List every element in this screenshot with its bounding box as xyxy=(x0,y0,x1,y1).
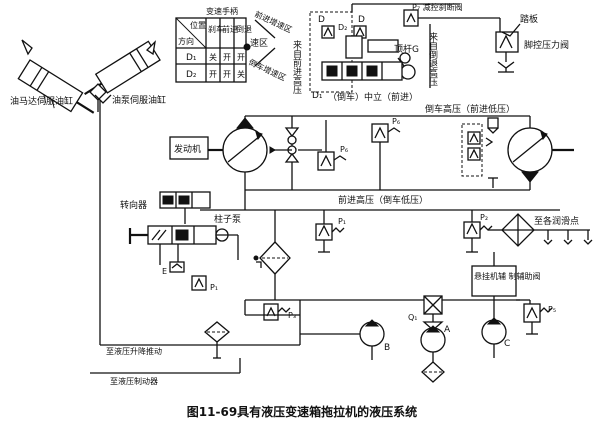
p6-valves: P₆ P₆ xyxy=(317,117,401,190)
label-a: A xyxy=(444,325,451,335)
label-engine: 发动机 xyxy=(174,143,201,155)
label-p7-valve: P₇ 减控刹断阀 xyxy=(412,2,463,12)
label-e: E xyxy=(162,267,167,276)
label-forward-speed-zone: 前进增速区 xyxy=(253,9,293,35)
cell-d1-forward: 开 xyxy=(223,53,231,62)
cell-d1-reverse: 开 xyxy=(237,53,245,62)
label-pump-servo-cyl: 油泵伺服油缸 xyxy=(112,94,166,106)
label-p6-right: P₆ xyxy=(392,117,400,126)
label-d1: D₁ xyxy=(312,91,323,101)
label-to-lube-points: 至各润滑点 xyxy=(534,215,579,227)
figure-caption: 图11-69具有液压变速箱拖拉机的液压系统 xyxy=(187,404,417,419)
label-speed-zone: 速区 xyxy=(250,38,268,49)
label-d2: D₂ xyxy=(338,23,347,32)
label-b: B xyxy=(384,343,390,353)
label-p6-left: P₆ xyxy=(340,145,348,154)
middle-valves: P₁ P₂ xyxy=(200,190,560,300)
label-p1-right: P₁ xyxy=(338,217,346,226)
main-loop: 倒车高压（前进低压） 前进高压（倒车低压） xyxy=(207,103,574,206)
label-reverse-speed-zone: 倒车增速区 xyxy=(247,57,287,83)
cell-d2-reverse: 关 xyxy=(237,69,245,79)
label-shift-handle: 变速手柄 xyxy=(206,6,238,16)
servo-cylinders xyxy=(17,39,161,114)
label-pedal: 踏板 xyxy=(520,13,538,25)
cooler-lube: 至各润滑点 xyxy=(488,213,593,247)
table-header-direction: 方向 xyxy=(178,36,194,46)
steering-unit: 转向器 柱子泵 E P₁ xyxy=(120,191,241,292)
label-p1-left: P₁ xyxy=(210,283,218,292)
cell-d2-brake: 开 xyxy=(209,70,217,79)
label-ejector-g: 顶杆G xyxy=(394,43,419,55)
table-row-d1: D₁ xyxy=(186,53,197,63)
label-d-left: D xyxy=(318,15,325,25)
label-reverse-high-forward-low: 倒车高压（前进低压） xyxy=(425,103,515,115)
p7-foot-valve: P₇ 减控刹断阀 踏板 脚控压力阀 xyxy=(403,2,569,73)
table-row-d2: D₂ xyxy=(186,70,197,80)
shift-table: 变速手柄 位置 方向 刹车 前进 倒退 D₁ D₂ 关 开 开 开 开 关 xyxy=(175,6,252,83)
speed-zones: 前进增速区 速区 倒车增速区 xyxy=(243,9,294,83)
control-valve-cluster: D D D₂ 顶杆G 凸轮 D₁ （倒车）中立（前进） xyxy=(309,3,460,103)
label-to-brake: 至液压制动器 xyxy=(110,376,158,386)
label-p2: P₂ xyxy=(480,213,488,222)
label-lift-lower: 至液压升降推动 xyxy=(106,346,162,356)
label-motor-servo-cyl: 油马达伺服油缸 xyxy=(10,95,73,107)
label-d-right: D xyxy=(358,15,365,25)
shuttle-valve xyxy=(461,117,499,188)
label-from-forward-high: 来自前进高压 xyxy=(291,40,302,95)
cell-d2-forward: 开 xyxy=(223,70,231,79)
label-q1: Q₁ xyxy=(408,313,418,322)
label-plunger-pump: 柱子泵 xyxy=(214,213,241,225)
table-header-position: 位置 xyxy=(190,20,206,30)
label-c: C xyxy=(504,339,510,349)
label-p5: P₅ xyxy=(548,305,556,314)
cell-d1-brake: 关 xyxy=(209,52,217,62)
label-aux-valve: 悬挂机辅 制辅助阀 xyxy=(474,271,541,281)
from-forward-high: 来自前进高压 xyxy=(291,40,302,95)
output-lines: 至液压升降推动 至液压制动器 xyxy=(90,100,301,386)
label-reverse-neutral-forward: （倒车）中立（前进） xyxy=(328,91,418,103)
table-col-reverse: 倒退 xyxy=(236,24,252,34)
label-foot-control-valve: 脚控压力阀 xyxy=(524,39,569,51)
check-valves-left xyxy=(269,116,322,190)
bottom-system: P₃ B Q₁ A 悬挂机辅 制辅助阀 C xyxy=(203,252,556,383)
engine-box xyxy=(169,136,209,160)
label-to-reverse-high: 来自倒退高压 xyxy=(427,32,438,87)
table-col-forward: 前进 xyxy=(222,24,238,34)
label-forward-high-reverse-low: 前进高压（倒车低压） xyxy=(338,194,428,206)
table-col-brake: 刹车 xyxy=(208,24,224,34)
label-steering-gear: 转向器 xyxy=(120,199,147,211)
